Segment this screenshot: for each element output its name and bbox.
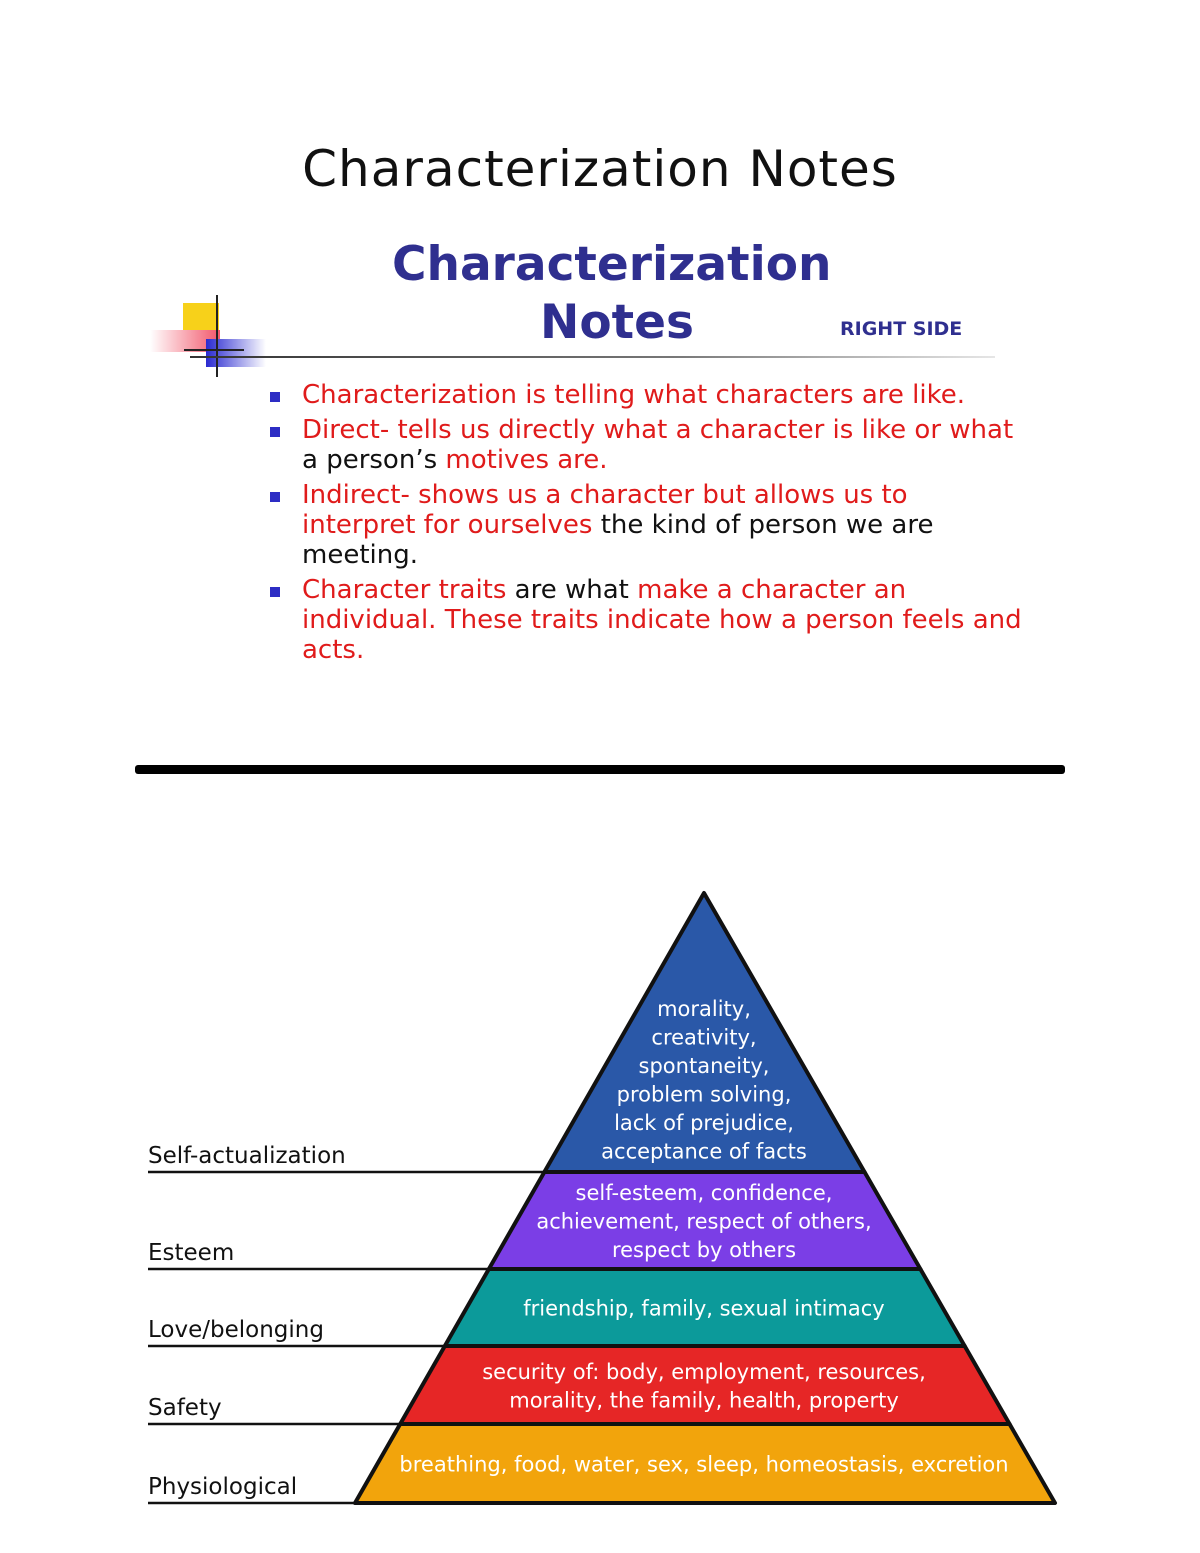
- bullet-item: Indirect- shows us a character but allow…: [268, 480, 1028, 570]
- pyramid-tier-text: acceptance of facts: [601, 1140, 807, 1164]
- bullet-square-icon: [270, 492, 280, 502]
- pyramid-tier-text: morality,: [657, 997, 751, 1021]
- right-side-label: RIGHT SIDE: [840, 318, 963, 340]
- pyramid-tier-text: friendship, family, sexual intimacy: [523, 1297, 884, 1321]
- slide-title-rule: [190, 356, 995, 358]
- tier-label: Physiological: [148, 1474, 297, 1500]
- bullet-text: the kind of person we are meeting.: [302, 510, 934, 570]
- pyramid-tier: [353, 1422, 1057, 1505]
- pyramid-tier-text: spontaneity,: [639, 1054, 770, 1078]
- pyramid-tier-text: security of: body, employment, resources…: [482, 1360, 926, 1384]
- slide-title: Characterization Notes: [392, 236, 892, 352]
- bullet-text: make a character an individual. These tr…: [302, 575, 1022, 665]
- bullet-list: Characterization is telling what charact…: [268, 380, 1028, 670]
- bullet-text: Characterization is telling what charact…: [302, 380, 965, 410]
- bullet-square-icon: [270, 587, 280, 597]
- pyramid-tier-text: creativity,: [651, 1026, 756, 1050]
- tier-label: Self-actualization: [148, 1143, 346, 1169]
- bullet-text: motives are.: [445, 445, 608, 475]
- pyramid-tier-text: problem solving,: [617, 1083, 792, 1107]
- slide-title-line1: Characterization: [392, 237, 832, 292]
- pyramid-tier: [398, 1344, 1012, 1426]
- tier-label: Love/belonging: [148, 1317, 324, 1343]
- slide-title-line2: Notes: [540, 295, 694, 350]
- bullet-text: a person’s: [302, 445, 446, 475]
- tier-label: Safety: [148, 1395, 222, 1421]
- decorative-squares: [150, 295, 270, 380]
- bullet-text: Direct- tells us directly what a charact…: [302, 415, 1014, 445]
- pyramid-tier-text: lack of prejudice,: [614, 1111, 794, 1135]
- bullet-item: Direct- tells us directly what a charact…: [268, 415, 1028, 475]
- tier-label: Esteem: [148, 1240, 234, 1266]
- pyramid-tier-text: morality, the family, health, property: [509, 1388, 899, 1412]
- pyramid-tier-text: breathing, food, water, sex, sleep, home…: [399, 1453, 1008, 1477]
- bullet-text: are what: [514, 575, 638, 605]
- bullet-square-icon: [270, 392, 280, 402]
- bullet-square-icon: [270, 427, 280, 437]
- pyramid-tier-text: respect by others: [612, 1238, 796, 1262]
- page-title: Characterization Notes: [302, 140, 898, 198]
- bullet-item: Character traits are what make a charact…: [268, 575, 1028, 665]
- bullet-text: Character traits: [302, 575, 515, 605]
- bullet-item: Characterization is telling what charact…: [268, 380, 1028, 410]
- section-divider: [135, 765, 1065, 774]
- pyramid-tier-text: achievement, respect of others,: [536, 1210, 871, 1234]
- pyramid-tier-text: self-esteem, confidence,: [576, 1181, 833, 1205]
- bullet-text: Indirect- shows us a character but allow…: [302, 480, 908, 540]
